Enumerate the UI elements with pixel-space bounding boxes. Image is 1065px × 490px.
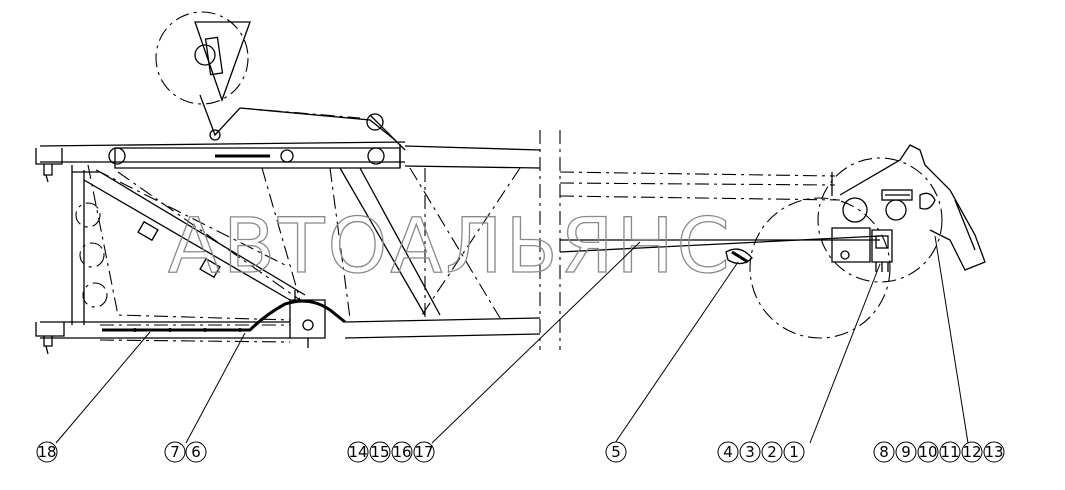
callout-10: 10 bbox=[917, 441, 939, 463]
callout-1: 1 bbox=[783, 441, 805, 463]
svg-text:2: 2 bbox=[767, 443, 777, 461]
right-frame bbox=[559, 144, 986, 339]
callout-5: 5 bbox=[605, 441, 627, 463]
watermark-text: АВТОАЛЬЯНС bbox=[168, 201, 733, 290]
callout-3: 3 bbox=[739, 441, 761, 463]
svg-text:8: 8 bbox=[879, 443, 889, 461]
callout-16: 16 bbox=[391, 441, 413, 463]
svg-text:13: 13 bbox=[984, 443, 1003, 461]
callout-9: 9 bbox=[895, 441, 917, 463]
svg-text:14: 14 bbox=[348, 443, 367, 461]
svg-text:7: 7 bbox=[170, 443, 180, 461]
svg-text:5: 5 bbox=[611, 443, 621, 461]
callout-15: 15 bbox=[369, 441, 391, 463]
callout-11: 11 bbox=[939, 441, 961, 463]
callout-17: 17 bbox=[413, 441, 435, 463]
callout-4: 4 bbox=[717, 441, 739, 463]
leader-lines bbox=[55, 235, 969, 444]
callout-7: 7 bbox=[164, 441, 186, 463]
svg-text:6: 6 bbox=[191, 443, 201, 461]
svg-text:17: 17 bbox=[414, 443, 433, 461]
callout-12: 12 bbox=[961, 441, 983, 463]
svg-text:1: 1 bbox=[789, 443, 799, 461]
callout-6: 6 bbox=[185, 441, 207, 463]
svg-text:3: 3 bbox=[745, 443, 755, 461]
reel-arm-assembly bbox=[155, 11, 406, 151]
svg-text:12: 12 bbox=[962, 443, 981, 461]
left-frame bbox=[35, 130, 561, 355]
svg-text:9: 9 bbox=[901, 443, 911, 461]
callout-13: 13 bbox=[983, 441, 1005, 463]
callout-14: 14 bbox=[347, 441, 369, 463]
svg-text:15: 15 bbox=[370, 443, 389, 461]
svg-text:11: 11 bbox=[940, 443, 959, 461]
svg-text:10: 10 bbox=[918, 443, 937, 461]
callout-18: 18 bbox=[36, 441, 58, 463]
callout-8: 8 bbox=[873, 441, 895, 463]
svg-text:16: 16 bbox=[392, 443, 411, 461]
callout-2: 2 bbox=[761, 441, 783, 463]
svg-text:4: 4 bbox=[723, 443, 733, 461]
svg-text:18: 18 bbox=[37, 443, 56, 461]
